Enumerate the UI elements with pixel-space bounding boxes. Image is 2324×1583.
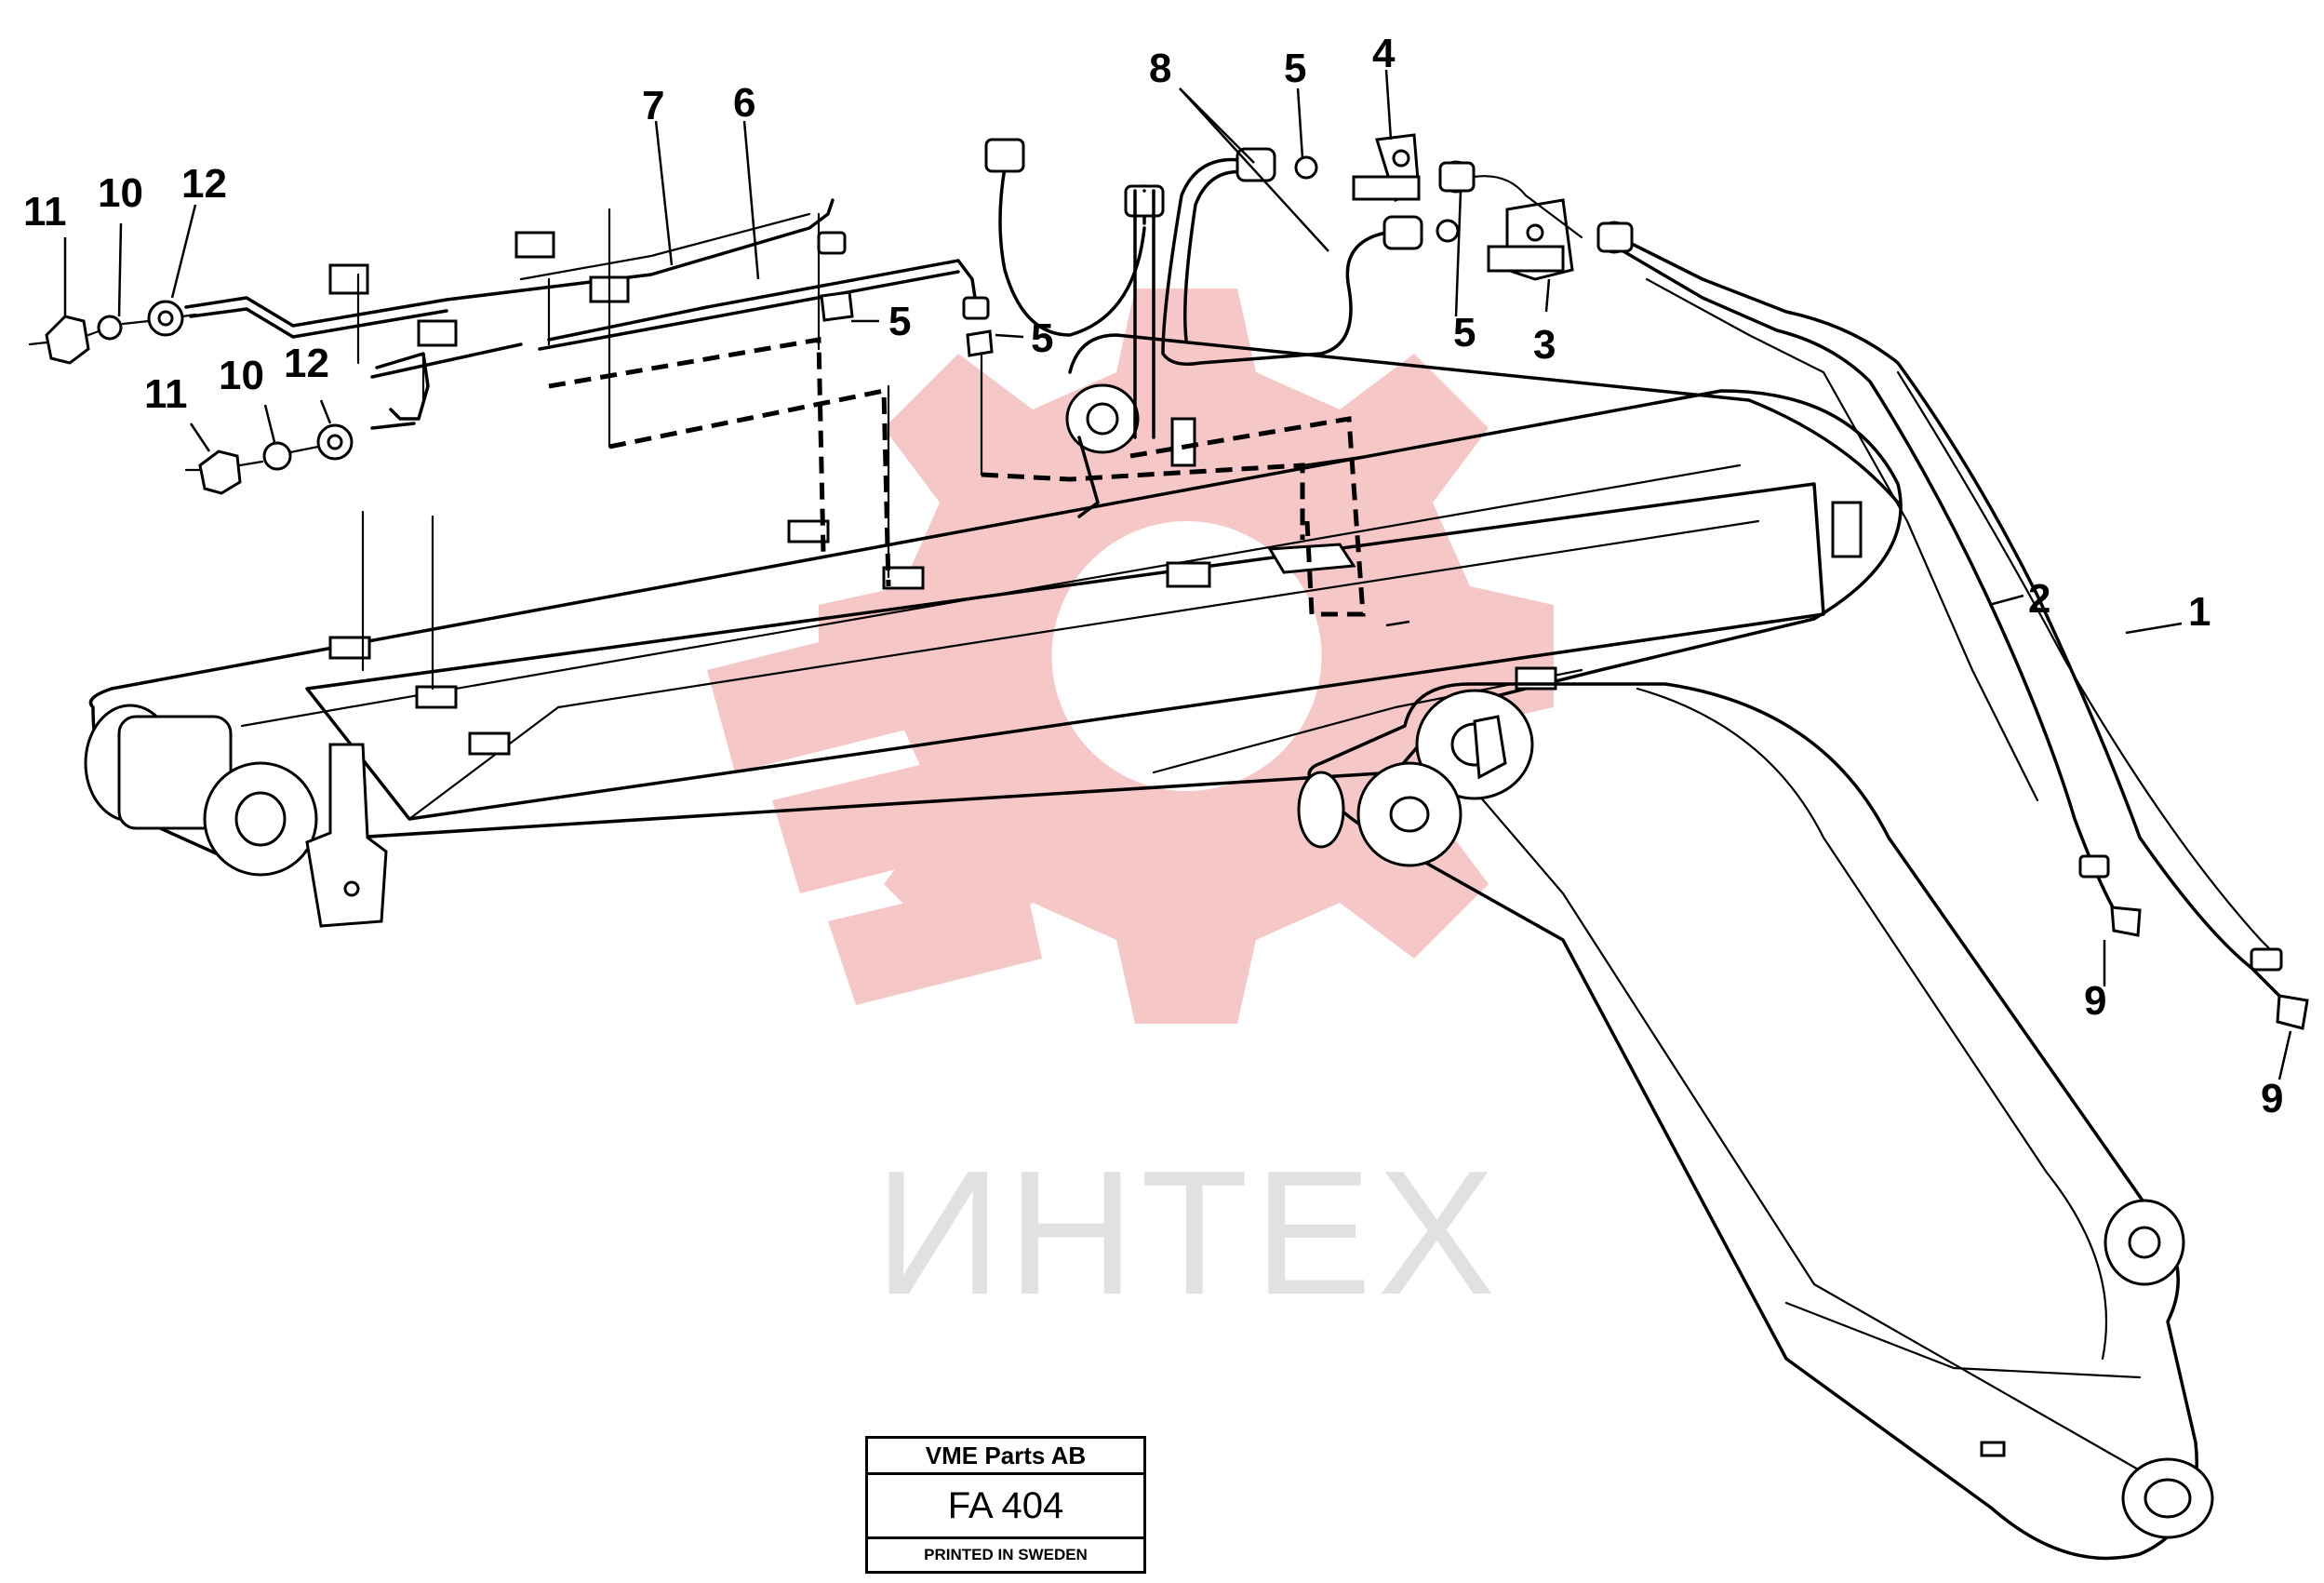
callout-9-left: 9 — [2084, 978, 2106, 1024]
title-block-note: PRINTED IN SWEDEN — [924, 1546, 1088, 1563]
callout-10-bottom: 10 — [219, 353, 264, 398]
callout-11-top: 11 — [23, 189, 67, 235]
callout-5-lower-mid: 5 — [1031, 315, 1053, 361]
callout-7: 7 — [642, 83, 664, 128]
boom — [84, 333, 1903, 928]
callout-11-bottom: 11 — [144, 371, 188, 417]
callout-3: 3 — [1533, 322, 1556, 368]
end-fittings-left — [28, 300, 354, 495]
leader-lines — [63, 69, 2292, 1080]
callouts: 1 2 3 4 5 5 5 5 6 7 8 9 9 10 10 11 11 12… — [23, 31, 2283, 1121]
watermark-text: ИНТЕХ — [875, 1134, 1501, 1332]
callout-5-upper-mid: 5 — [888, 299, 911, 344]
callout-8: 8 — [1149, 46, 1171, 91]
hoses-8 — [984, 138, 1423, 439]
arm — [1297, 682, 2214, 1561]
callout-12-bottom: 12 — [284, 341, 329, 386]
hydraulic-lines-1-2 — [1294, 133, 2309, 1030]
callout-5-right: 5 — [1453, 310, 1476, 356]
callout-10-top: 10 — [98, 170, 143, 216]
title-block: VME Parts AB FA 404 PRINTED IN SWEDEN — [865, 1436, 1146, 1574]
callout-12-top: 12 — [181, 161, 227, 207]
callout-9-right: 9 — [2261, 1076, 2283, 1121]
callout-4: 4 — [1372, 31, 1396, 76]
title-block-company: VME Parts AB — [868, 1439, 1143, 1475]
callout-5-top: 5 — [1284, 46, 1306, 91]
callout-1: 1 — [2188, 589, 2210, 635]
callout-2: 2 — [2028, 576, 2050, 622]
title-block-code: FA 404 — [868, 1475, 1143, 1539]
callout-6: 6 — [733, 80, 755, 126]
hidden-pipe-runs — [356, 208, 1369, 691]
